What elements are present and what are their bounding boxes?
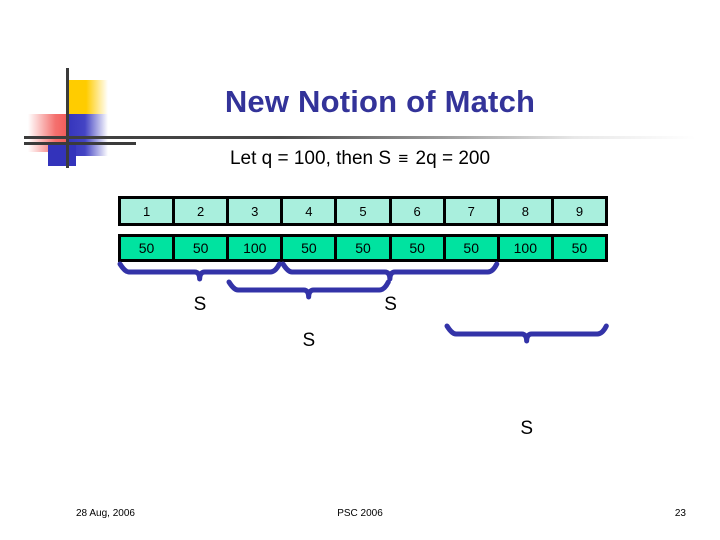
table-cell-value-1: 50 (121, 237, 176, 259)
logo-horizontal-rule (24, 142, 136, 145)
table-cell-value-7: 50 (445, 237, 500, 259)
brace-svg (226, 279, 391, 300)
brace-label-3: S (384, 294, 397, 315)
brace-group-3 (280, 261, 500, 282)
table-cell-value-6: 50 (391, 237, 446, 259)
logo-blue-square-small (48, 142, 76, 166)
table-cell-index-8: 8 (499, 199, 554, 223)
footer-date: 28 Aug, 2006 (76, 508, 135, 519)
table-cell-index-9: 9 (553, 199, 605, 223)
brace-path (444, 323, 609, 344)
table-cell-value-2: 50 (175, 237, 230, 259)
table-cell-index-6: 6 (391, 199, 446, 223)
slide-title: New Notion of Match (224, 84, 536, 119)
table-cell-value-3: 100 (229, 237, 284, 259)
footer-page-number: 23 (674, 508, 686, 519)
brace-overlay: S S S S (117, 261, 618, 439)
subtitle-text-pre: Let q = 100, then S (229, 148, 397, 169)
brace-svg (444, 323, 609, 344)
table-cell-index-1: 1 (121, 199, 176, 223)
brace-path (117, 261, 282, 282)
table-cell-value-8: 100 (499, 237, 554, 259)
brace-path (226, 279, 391, 300)
brace-svg (280, 261, 500, 282)
table-cell-index-4: 4 (283, 199, 338, 223)
brace-group-4 (444, 323, 609, 344)
footer-conference: PSC 2006 (337, 508, 383, 519)
brace-label-4: S (520, 418, 534, 439)
table-cell-index-2: 2 (175, 199, 230, 223)
brace-label-1: S (193, 294, 207, 315)
brace-svg (117, 261, 282, 282)
presentation-logo (18, 62, 136, 170)
brace-group-2 (226, 279, 391, 300)
table-cell-value-5: 50 (337, 237, 392, 259)
slide-subtitle: Let q = 100, then S ≡ 2q = 200 (0, 148, 720, 170)
table-cell-index-3: 3 (229, 199, 284, 223)
table-cell-value-4: 50 (283, 237, 338, 259)
subtitle-text-post: 2q = 200 (410, 148, 491, 169)
slide-footer: 28 Aug, 2006 PSC 2006 23 (0, 508, 720, 530)
table-cell-value-9: 50 (553, 237, 605, 259)
title-divider (24, 136, 696, 139)
brace-group-1 (117, 261, 282, 282)
brace-label-2: S (302, 330, 316, 351)
table-cell-index-7: 7 (445, 199, 500, 223)
logo-vertical-rule (66, 68, 69, 168)
equivalence-symbol: ≡ (398, 149, 409, 168)
table-cell-index-5: 5 (337, 199, 392, 223)
brace-path (280, 261, 500, 282)
